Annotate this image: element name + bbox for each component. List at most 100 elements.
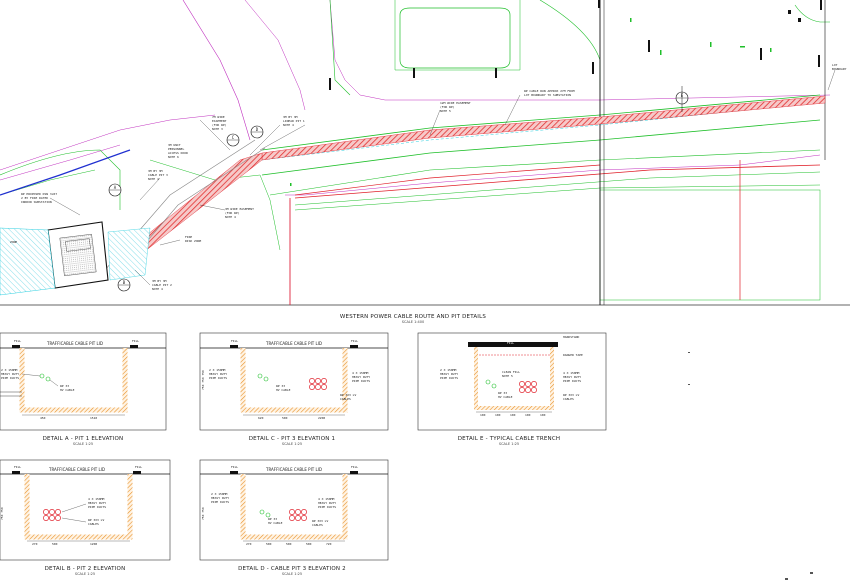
kerb-line [0, 149, 121, 210]
fire-risk-zone [0, 227, 56, 296]
trench-wall [474, 347, 554, 410]
plan-scale: SCALE 1:400 [402, 320, 424, 324]
kerb-line [149, 159, 281, 251]
lv-ducts [309, 378, 327, 390]
section-marker-b[interactable]: B [117, 278, 131, 292]
dim-label: 500 [286, 542, 292, 546]
site-markers [329, 0, 822, 90]
pit-lid-label: TRAFFICABLE CABLE PIT LID [265, 467, 322, 472]
fill-label: FILL [132, 339, 139, 343]
building-outline [599, 189, 821, 301]
detail-title: DETAIL D - CABLE PIT 3 ELEVATION 2 [238, 566, 346, 572]
marker-letter: D [256, 127, 259, 132]
marker-letter: B [123, 280, 126, 285]
dim-label: 1200 [90, 542, 97, 546]
road-edge [294, 171, 821, 206]
lv-ducts [43, 509, 61, 521]
detail-title: DETAIL A - PIT 1 ELEVATION [43, 436, 124, 442]
substation [47, 221, 109, 289]
pit-lid-label: TRAFFICABLE CABLE PIT LID [46, 341, 103, 346]
dim-label: 100 [525, 413, 531, 417]
plan-title: WESTERN POWER CABLE ROUTE AND PIT DETAIL… [340, 314, 486, 320]
detail-frame [417, 332, 607, 431]
hardstand-slab [468, 342, 558, 347]
vdim-label: 750 750 [201, 507, 205, 520]
pit-wall [240, 348, 348, 413]
detail-scale: SCALE 1:25 [75, 572, 95, 576]
boundary-line [294, 164, 601, 196]
detail-frame [199, 332, 389, 431]
pit-lid-label: TRAFFICABLE CABLE PIT LID [48, 467, 105, 472]
fill-label: FILL [231, 465, 238, 469]
kerb-line [329, 0, 351, 96]
duct [485, 379, 491, 385]
dim-label: 100 [495, 413, 501, 417]
detail-c: TRAFFICABLE CABLE PIT LID FILL FILL 750 … [199, 332, 389, 446]
detail-title: DETAIL E - TYPICAL CABLE TRENCH [458, 436, 560, 442]
tape-label: DANGER TAPE [563, 353, 583, 357]
detail-a: TRAFFICABLE CABLE PIT LID FILL FILL 2 X … [0, 332, 167, 446]
fill-label: FILL [231, 339, 238, 343]
lv-ducts [519, 381, 537, 393]
kerb-line [794, 4, 830, 23]
dim-label: 500 [306, 542, 312, 546]
duct [263, 376, 269, 382]
landscape-dashes [290, 18, 772, 186]
section-marker-e[interactable]: E [675, 86, 689, 112]
vdim-label: 750 750 750 [201, 370, 205, 390]
fill-label: FILL [135, 465, 142, 469]
vdim-label: 750 750 [0, 507, 4, 520]
note-easement-12m: 12M WIDE EASEMENT(FOR WP)NOTE 5 [440, 101, 471, 113]
dim-label: 2200 [318, 416, 325, 420]
note-zone: ZONE [10, 240, 17, 244]
dim-label: 100 [510, 413, 516, 417]
note-easement-3m: 3M WIDE EASEMENT(FOR WP)NOTE 4 [225, 207, 254, 219]
detail-scale: SCALE 1:25 [282, 572, 302, 576]
lot-line [285, 154, 821, 196]
marker-letter: C [232, 135, 235, 140]
road-edge [294, 184, 821, 211]
fill-label: FILL [351, 465, 358, 469]
road-edge [269, 149, 821, 196]
dim-label: 270 [32, 542, 38, 546]
fill-label: FILL [14, 339, 21, 343]
marker-letter: A [114, 185, 117, 190]
lot-line [182, 0, 251, 141]
lot-line [329, 0, 831, 101]
dim-label: 500 [282, 416, 288, 420]
site-plan: A B C D E [0, 0, 850, 324]
dim-label: 100 [480, 413, 486, 417]
detail-scale: SCALE 1:25 [282, 442, 302, 446]
section-marker-d[interactable]: D [250, 125, 264, 139]
section-marker-a[interactable]: A [108, 183, 122, 197]
lot-line [0, 114, 216, 171]
pit-wall [19, 348, 128, 413]
detail-scale: SCALE 1:25 [499, 442, 519, 446]
section-marker-c[interactable]: C [226, 133, 240, 147]
